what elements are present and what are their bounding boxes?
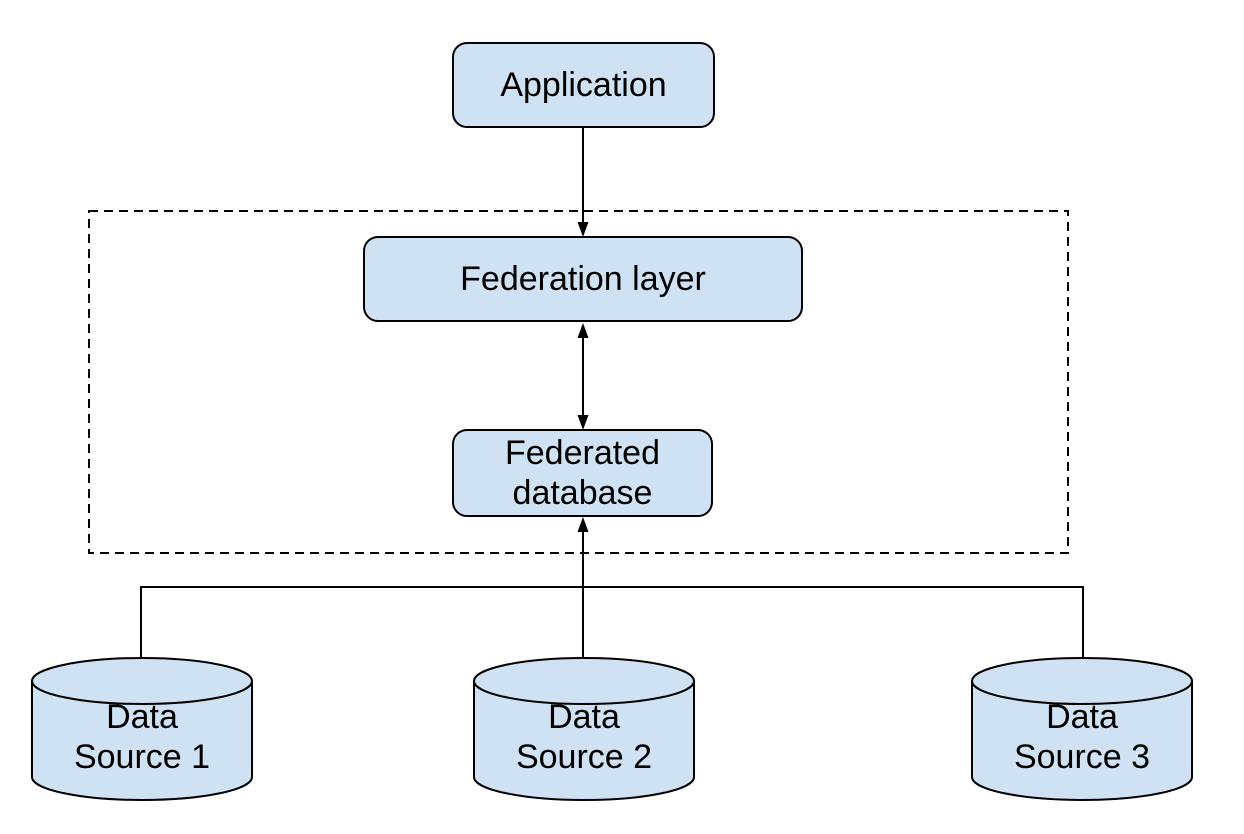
arrowhead-down-icon <box>577 415 589 430</box>
arrowhead-down-icon <box>577 222 589 237</box>
cylinder-data-source-3 <box>971 657 1193 801</box>
database-cylinder-icon <box>971 657 1193 705</box>
data-sources-connector-line <box>140 586 1084 658</box>
node-federation-layer-label: Federation layer <box>460 260 706 298</box>
node-federated-database: Federated database <box>452 429 713 517</box>
node-application-label: Application <box>500 66 667 104</box>
node-federation-layer: Federation layer <box>363 236 803 322</box>
cylinder-data-source-2 <box>473 657 695 801</box>
cylinder-data-source-1 <box>31 657 253 801</box>
arrow-federation-layer-federated-database-bidirectional <box>577 323 589 430</box>
database-cylinder-icon <box>473 657 695 705</box>
arrow-application-to-federation-layer <box>577 128 589 237</box>
arrow-data-sources-to-federated-database <box>577 517 589 658</box>
node-federated-database-label-line2: database <box>512 474 653 512</box>
node-federated-database-label-line1: Federated <box>505 434 660 472</box>
database-cylinder-icon <box>31 657 253 705</box>
node-application: Application <box>452 42 715 128</box>
arrowhead-up-icon <box>577 517 589 532</box>
arrowhead-up-icon <box>577 323 589 338</box>
